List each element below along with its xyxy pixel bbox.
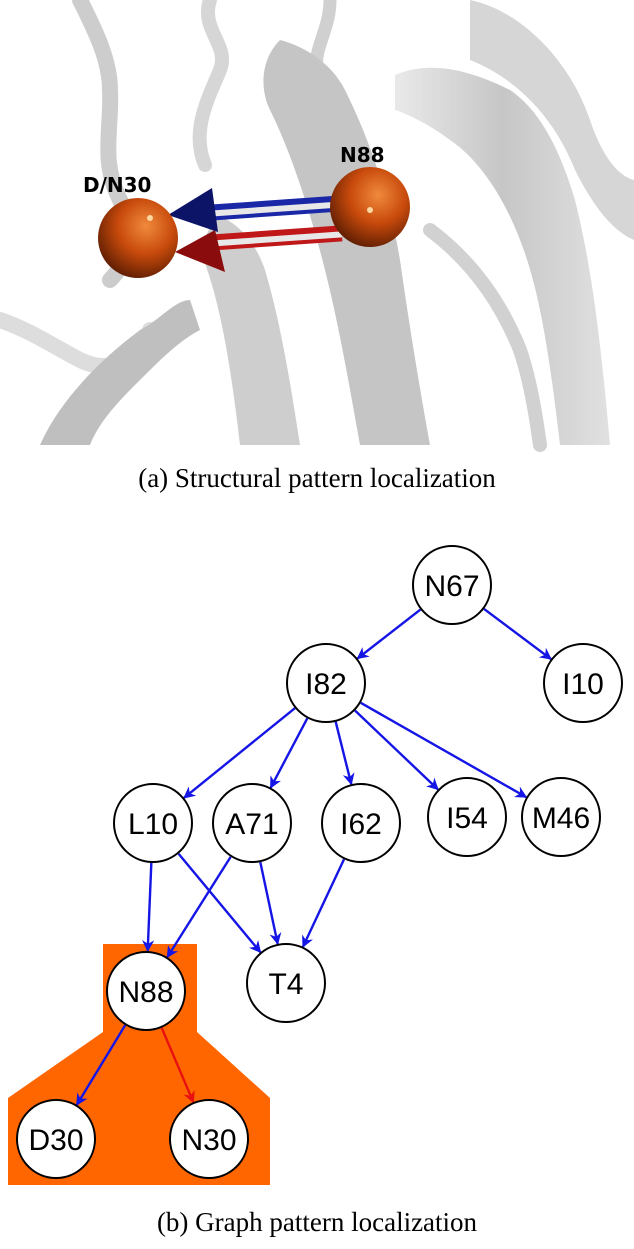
node-circle: [113, 783, 193, 863]
label-d-n30: D/N30: [83, 173, 151, 197]
edge-n88-n30: [160, 1027, 195, 1104]
edge-n67-i10: [483, 607, 552, 661]
atom-d-n30: [98, 198, 178, 278]
edge-i82-a71: [269, 717, 309, 789]
node-circle: [169, 1099, 249, 1179]
node-circle: [286, 643, 366, 723]
node-label: I82: [305, 668, 347, 701]
edge-a71-t4: [259, 861, 282, 946]
node-d30: D30: [16, 1099, 96, 1179]
edge-i62-t4: [301, 858, 346, 948]
node-i10: I10: [543, 643, 623, 723]
node-i82: I82: [286, 643, 366, 723]
node-label: L10: [128, 808, 178, 841]
label-n88: N88: [340, 143, 385, 167]
node-i62: I62: [321, 783, 401, 863]
node-l10: L10: [113, 783, 193, 863]
edge-i82-l10: [183, 707, 296, 799]
node-n88: N88: [106, 951, 186, 1031]
node-circle: [321, 783, 401, 863]
protein-ribbons: [0, 0, 634, 452]
ribbon-sheet: [40, 300, 200, 445]
node-circle: [412, 545, 492, 625]
node-circle: [543, 643, 623, 723]
edge-l10-t4: [177, 852, 262, 954]
node-m46: M46: [521, 777, 601, 857]
node-circle: [427, 777, 507, 857]
node-n67: N67: [412, 545, 492, 625]
pair-arrows: [168, 188, 343, 272]
edge-n88-d30: [75, 1024, 127, 1106]
ribbon-sheet: [395, 67, 610, 446]
node-label: A71: [225, 808, 278, 841]
edge-n67-i82: [356, 608, 422, 660]
ribbon-strand: [423, 223, 547, 452]
ribbon-strand: [192, 0, 229, 172]
structure-panel: D/N30 N88: [0, 0, 634, 452]
node-circle: [212, 783, 292, 863]
node-circle: [16, 1099, 96, 1179]
node-n30: N30: [169, 1099, 249, 1179]
node-label: N88: [118, 976, 173, 1009]
node-a71: A71: [212, 783, 292, 863]
edges: [75, 607, 552, 1106]
node-label: N67: [424, 570, 479, 603]
edge-i82-i62: [334, 721, 355, 786]
node-label: I54: [446, 802, 488, 835]
edge-i82-m46: [360, 701, 528, 799]
node-circle: [106, 951, 186, 1031]
ribbon-sheet: [200, 215, 300, 445]
node-circle: [521, 777, 601, 857]
red-arrow: [175, 225, 343, 272]
edge-i82-i54: [354, 709, 439, 791]
ribbon-sheet: [263, 40, 430, 445]
node-label: N30: [181, 1124, 236, 1157]
blue-arrow: [168, 188, 343, 232]
node-label: M46: [532, 802, 590, 835]
node-label: I62: [340, 808, 382, 841]
node-label: I10: [562, 668, 604, 701]
edge-a71-n88: [166, 856, 232, 959]
edge-l10-n88: [142, 862, 155, 953]
caption-b: (b) Graph pattern localization: [157, 1207, 478, 1237]
node-label: D30: [28, 1124, 83, 1157]
ribbon-sheet: [470, 0, 634, 240]
caption-a: (a) Structural pattern localization: [138, 463, 496, 493]
node-t4: T4: [246, 943, 326, 1023]
atom-n88: [330, 167, 410, 247]
node-i54: I54: [427, 777, 507, 857]
node-label: T4: [268, 968, 303, 1001]
node-circle: [246, 943, 326, 1023]
